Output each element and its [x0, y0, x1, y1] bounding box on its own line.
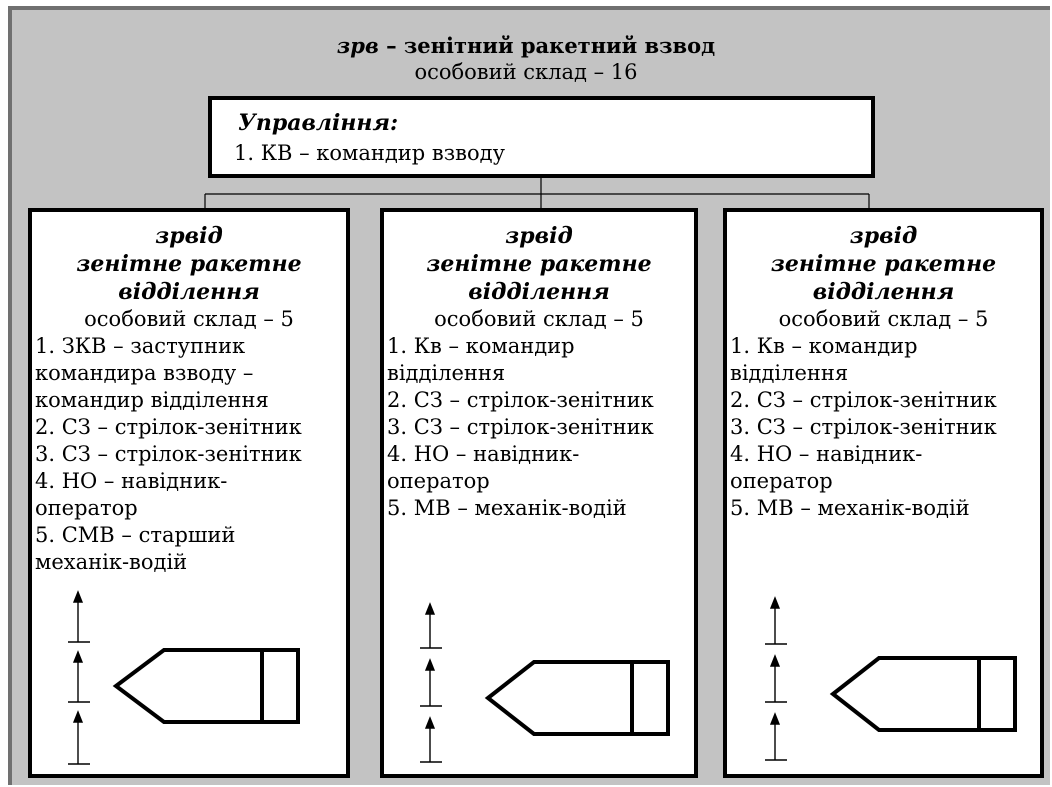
- squad-staff: особовий склад – 5: [434, 307, 644, 331]
- squad-box-2: зрвід зенітне ракетне відділення особови…: [380, 208, 698, 778]
- squad-formation-symbol: [420, 602, 670, 763]
- platoon-title: зрв – зенітний ракетний взвод: [0, 33, 1052, 59]
- list-item: відділення: [730, 361, 849, 385]
- vehicle-symbol: [484, 660, 670, 736]
- soldier-marks: [68, 590, 90, 765]
- list-item: 3. СЗ – стрілок-зенітник: [387, 415, 654, 439]
- list-item: 3. СЗ – стрілок-зенітник: [730, 415, 997, 439]
- squad-formation-symbol: [765, 596, 1017, 761]
- squad-header: зрвід зенітне ракетне відділення: [32, 222, 346, 306]
- list-item: оператор: [730, 469, 833, 493]
- management-title: Управління:: [238, 110, 399, 136]
- squad-name-line2: відділення: [812, 279, 955, 305]
- list-item: 4. НО – навідник-: [730, 442, 923, 466]
- squad-abbr: зрвід: [505, 223, 573, 249]
- list-item: 4. НО – навідник-: [387, 442, 580, 466]
- squad-member-list: 1. Кв – командир відділення 2. СЗ – стрі…: [384, 333, 694, 522]
- list-item: 2. СЗ – стрілок-зенітник: [387, 388, 654, 412]
- management-item: 1. КВ – командир взводу: [234, 141, 505, 165]
- list-item: командира взводу –: [35, 361, 254, 385]
- vehicle-symbol: [112, 648, 300, 724]
- list-item: 1. ЗКВ – заступник: [35, 334, 246, 358]
- squad-staff: особовий склад – 5: [84, 307, 294, 331]
- squad-header: зрвід зенітне ракетне відділення: [384, 222, 694, 306]
- squad-name-line1: зенітне ракетне: [76, 251, 302, 277]
- list-item: механік-водій: [35, 550, 188, 574]
- squad-box-1: зрвід зенітне ракетне відділення особови…: [28, 208, 350, 778]
- soldier-marks: [420, 602, 442, 763]
- list-item: 2. СЗ – стрілок-зенітник: [35, 415, 302, 439]
- squad-name-line2: відділення: [468, 279, 610, 305]
- list-item: 3. СЗ – стрілок-зенітник: [35, 442, 302, 466]
- list-item: 1. Кв – командир: [387, 334, 575, 358]
- list-item: 5. МВ – механік-водій: [730, 496, 970, 520]
- list-item: 5. СМВ – старший: [35, 523, 236, 547]
- squad-abbr: зрвід: [155, 223, 223, 249]
- management-box: Управління: 1. КВ – командир взводу: [208, 96, 875, 178]
- squad-box-3: зрвід зенітне ракетне відділення особови…: [723, 208, 1044, 778]
- list-item: командир відділення: [35, 388, 269, 412]
- squad-name-line1: зенітне ракетне: [770, 251, 997, 277]
- squad-abbr: зрвід: [849, 223, 918, 249]
- list-item: 2. СЗ – стрілок-зенітник: [730, 388, 997, 412]
- squad-name-line1: зенітне ракетне: [426, 251, 652, 277]
- list-item: 1. Кв – командир: [730, 334, 918, 358]
- platoon-abbr: зрв: [336, 33, 379, 58]
- list-item: 5. МВ – механік-водій: [387, 496, 627, 520]
- list-item: відділення: [387, 361, 506, 385]
- squad-member-list: 1. Кв – командир відділення 2. СЗ – стрі…: [727, 333, 1040, 522]
- list-item: оператор: [387, 469, 490, 493]
- squad-member-list: 1. ЗКВ – заступник командира взводу – ко…: [32, 333, 346, 576]
- list-item: 4. НО – навідник-: [35, 469, 228, 493]
- squad-formation-symbol: [68, 590, 300, 765]
- squad-name-line2: відділення: [118, 279, 260, 305]
- vehicle-symbol: [829, 656, 1017, 732]
- squad-header: зрвід зенітне ракетне відділення: [727, 222, 1040, 306]
- soldier-marks: [765, 596, 787, 761]
- squad-staff: особовий склад – 5: [778, 307, 989, 331]
- platoon-staff: особовий склад – 16: [414, 60, 638, 84]
- platoon-name: – зенітний ракетний взвод: [378, 33, 716, 58]
- list-item: оператор: [35, 496, 138, 520]
